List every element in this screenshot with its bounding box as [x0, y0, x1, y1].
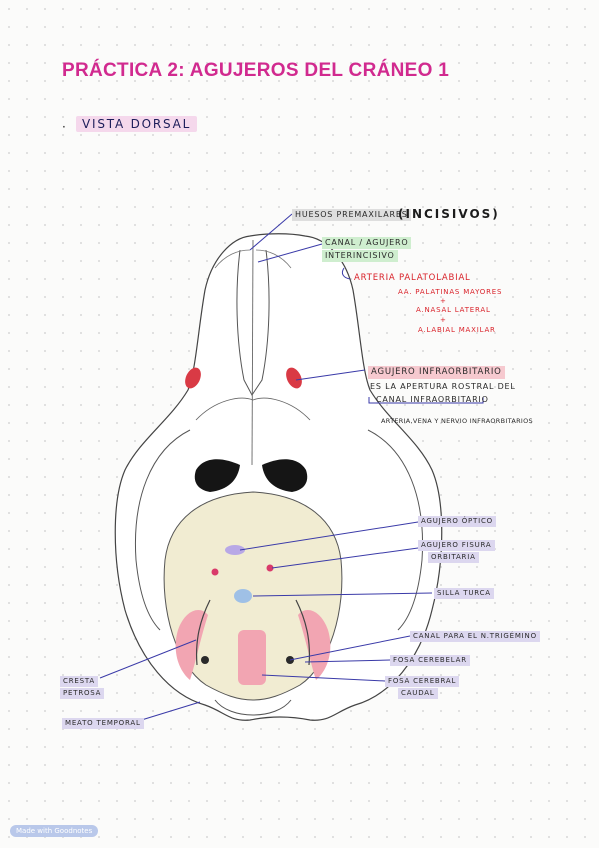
label-agujero-infraorbitario: AGUJERO INFRAORBITARIO: [368, 366, 505, 379]
ethmoid-opening-right: [262, 459, 308, 492]
petrous-crest-left: [195, 599, 211, 666]
label-meato-temporal: MEATO TEMPORAL: [62, 718, 144, 729]
label-caudal: CAUDAL: [398, 688, 438, 699]
bullet-point: ·: [62, 120, 66, 134]
midline-suture: [251, 239, 254, 466]
arrow-infraorbitario: [295, 369, 366, 381]
sella-turcica: [234, 589, 252, 603]
label-agujero-fisura: AGUJERO FISURA: [418, 540, 495, 551]
label-canal-agujero: CANAL / AGUJERO: [322, 237, 412, 249]
trigeminal-canal-left: [201, 656, 209, 664]
label-aa-palatinas: AA. PALATINAS MAYORES: [398, 288, 503, 296]
bracket-canal: [368, 397, 484, 404]
label-agujero-optico: AGUJERO ÓPTICO: [418, 516, 496, 527]
arrow-cerebelar: [304, 659, 391, 663]
arrow-fisura: [271, 547, 419, 569]
arrow-premaxilares: [249, 213, 293, 251]
arrow-trigemino: [289, 635, 411, 661]
cerebellar-fossa-pink: [238, 630, 266, 685]
section-subtitle: VISTA DORSAL: [76, 116, 198, 132]
arrow-cerebral: [261, 674, 386, 682]
plus-sign-2: +: [440, 316, 447, 324]
goodnotes-watermark: Made with Goodnotes: [10, 825, 99, 837]
premaxilla-right: [255, 249, 292, 269]
label-huesos-premaxilares: HUESOS PREMAXILARES: [292, 209, 411, 221]
label-es-la-apertura: ES LA APERTURA ROSTRAL DEL: [370, 382, 516, 391]
arrow-silla: [252, 592, 433, 597]
label-cresta: CRESTA: [60, 676, 98, 687]
label-arteria-palatolabial: ARTERIA PALATOLABIAL: [354, 273, 471, 283]
label-incisivos: (INCISIVOS): [398, 207, 500, 221]
label-fosa-cerebelar: FOSA CEREBELAR: [390, 655, 470, 666]
label-petrosa: PETROSA: [60, 688, 105, 699]
label-a-nasal-lateral: A.NASAL LATERAL: [416, 306, 491, 314]
optic-foramen: [225, 545, 245, 555]
orbital-fissure-left: [211, 568, 219, 576]
frontal-region: [195, 397, 311, 421]
arrow-interincisivo: [257, 243, 323, 263]
arrow-palatolabial: [341, 267, 351, 280]
label-a-labial-maxilar: A.LABIAL MAXILAR: [418, 326, 496, 334]
label-fosa-cerebral: FOSA CEREBRAL: [385, 676, 460, 687]
occipital-region: [214, 699, 292, 716]
label-interincisivo: INTERINCISIVO: [322, 250, 398, 262]
left-infraorbital-foramen: [185, 367, 201, 389]
plus-sign-1: +: [440, 297, 447, 305]
page-title: PRÁCTICA 2: AGUJEROS DEL CRÁNEO 1: [62, 60, 450, 81]
arrow-optico: [239, 521, 419, 551]
label-canal-infraorbitario: CANAL INFRAORBITARIO: [376, 395, 489, 404]
left-zygomatic-arch: [134, 429, 191, 631]
annotation-arrows: [99, 213, 484, 723]
premaxilla-left: [214, 249, 251, 269]
label-canal-trigemino: CANAL PARA EL N.TRIGÉMINO: [410, 631, 540, 642]
petrous-crest-right: [295, 599, 311, 666]
arrow-meato: [134, 701, 201, 723]
label-silla-turca: SILLA TURCA: [434, 588, 494, 599]
arrow-cresta: [99, 639, 197, 679]
label-orbitaria: ORBITARIA: [428, 552, 479, 563]
ethmoid-opening-left: [194, 459, 240, 492]
right-infraorbital-foramen: [286, 367, 302, 389]
orbital-fissure-right: [266, 564, 274, 572]
label-arteria-vena-nervio: ARTERIA,VENA Y NERVIO INFRAORBITARIOS: [381, 417, 533, 425]
